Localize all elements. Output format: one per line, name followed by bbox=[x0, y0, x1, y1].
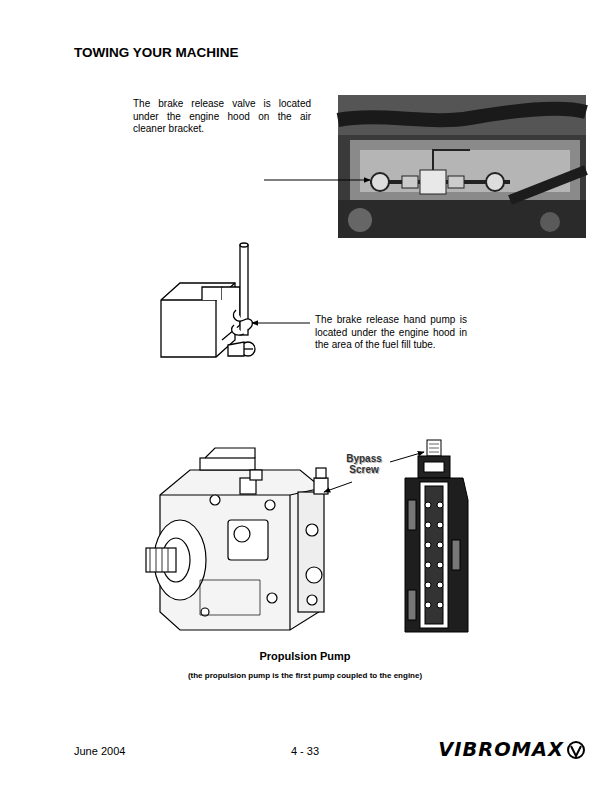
leader-line bbox=[324, 482, 352, 492]
note-text: The brake release hand pump is located u… bbox=[315, 314, 467, 352]
page-title: TOWING YOUR MACHINE bbox=[74, 45, 239, 60]
hand-pump-drawing bbox=[161, 243, 255, 357]
leader-line bbox=[264, 180, 370, 181]
note-text: The brake release valve is located under… bbox=[133, 98, 311, 136]
figure-caption: Propulsion Pump bbox=[150, 650, 460, 662]
leader-line bbox=[390, 452, 424, 462]
caption-note: (the propulsion pump is the first pump c… bbox=[100, 671, 510, 680]
pump-drawing bbox=[146, 448, 328, 630]
logo-symbol bbox=[568, 742, 584, 758]
valve-photo bbox=[338, 95, 586, 238]
page-number: 4 - 33 bbox=[255, 745, 355, 757]
leader-line bbox=[252, 323, 310, 324]
part-label: Bypass Screw bbox=[341, 453, 387, 475]
cutaway-drawing bbox=[405, 440, 468, 632]
brand-logo: VIBROMAX bbox=[411, 738, 564, 760]
footer-date: June 2004 bbox=[74, 745, 125, 757]
